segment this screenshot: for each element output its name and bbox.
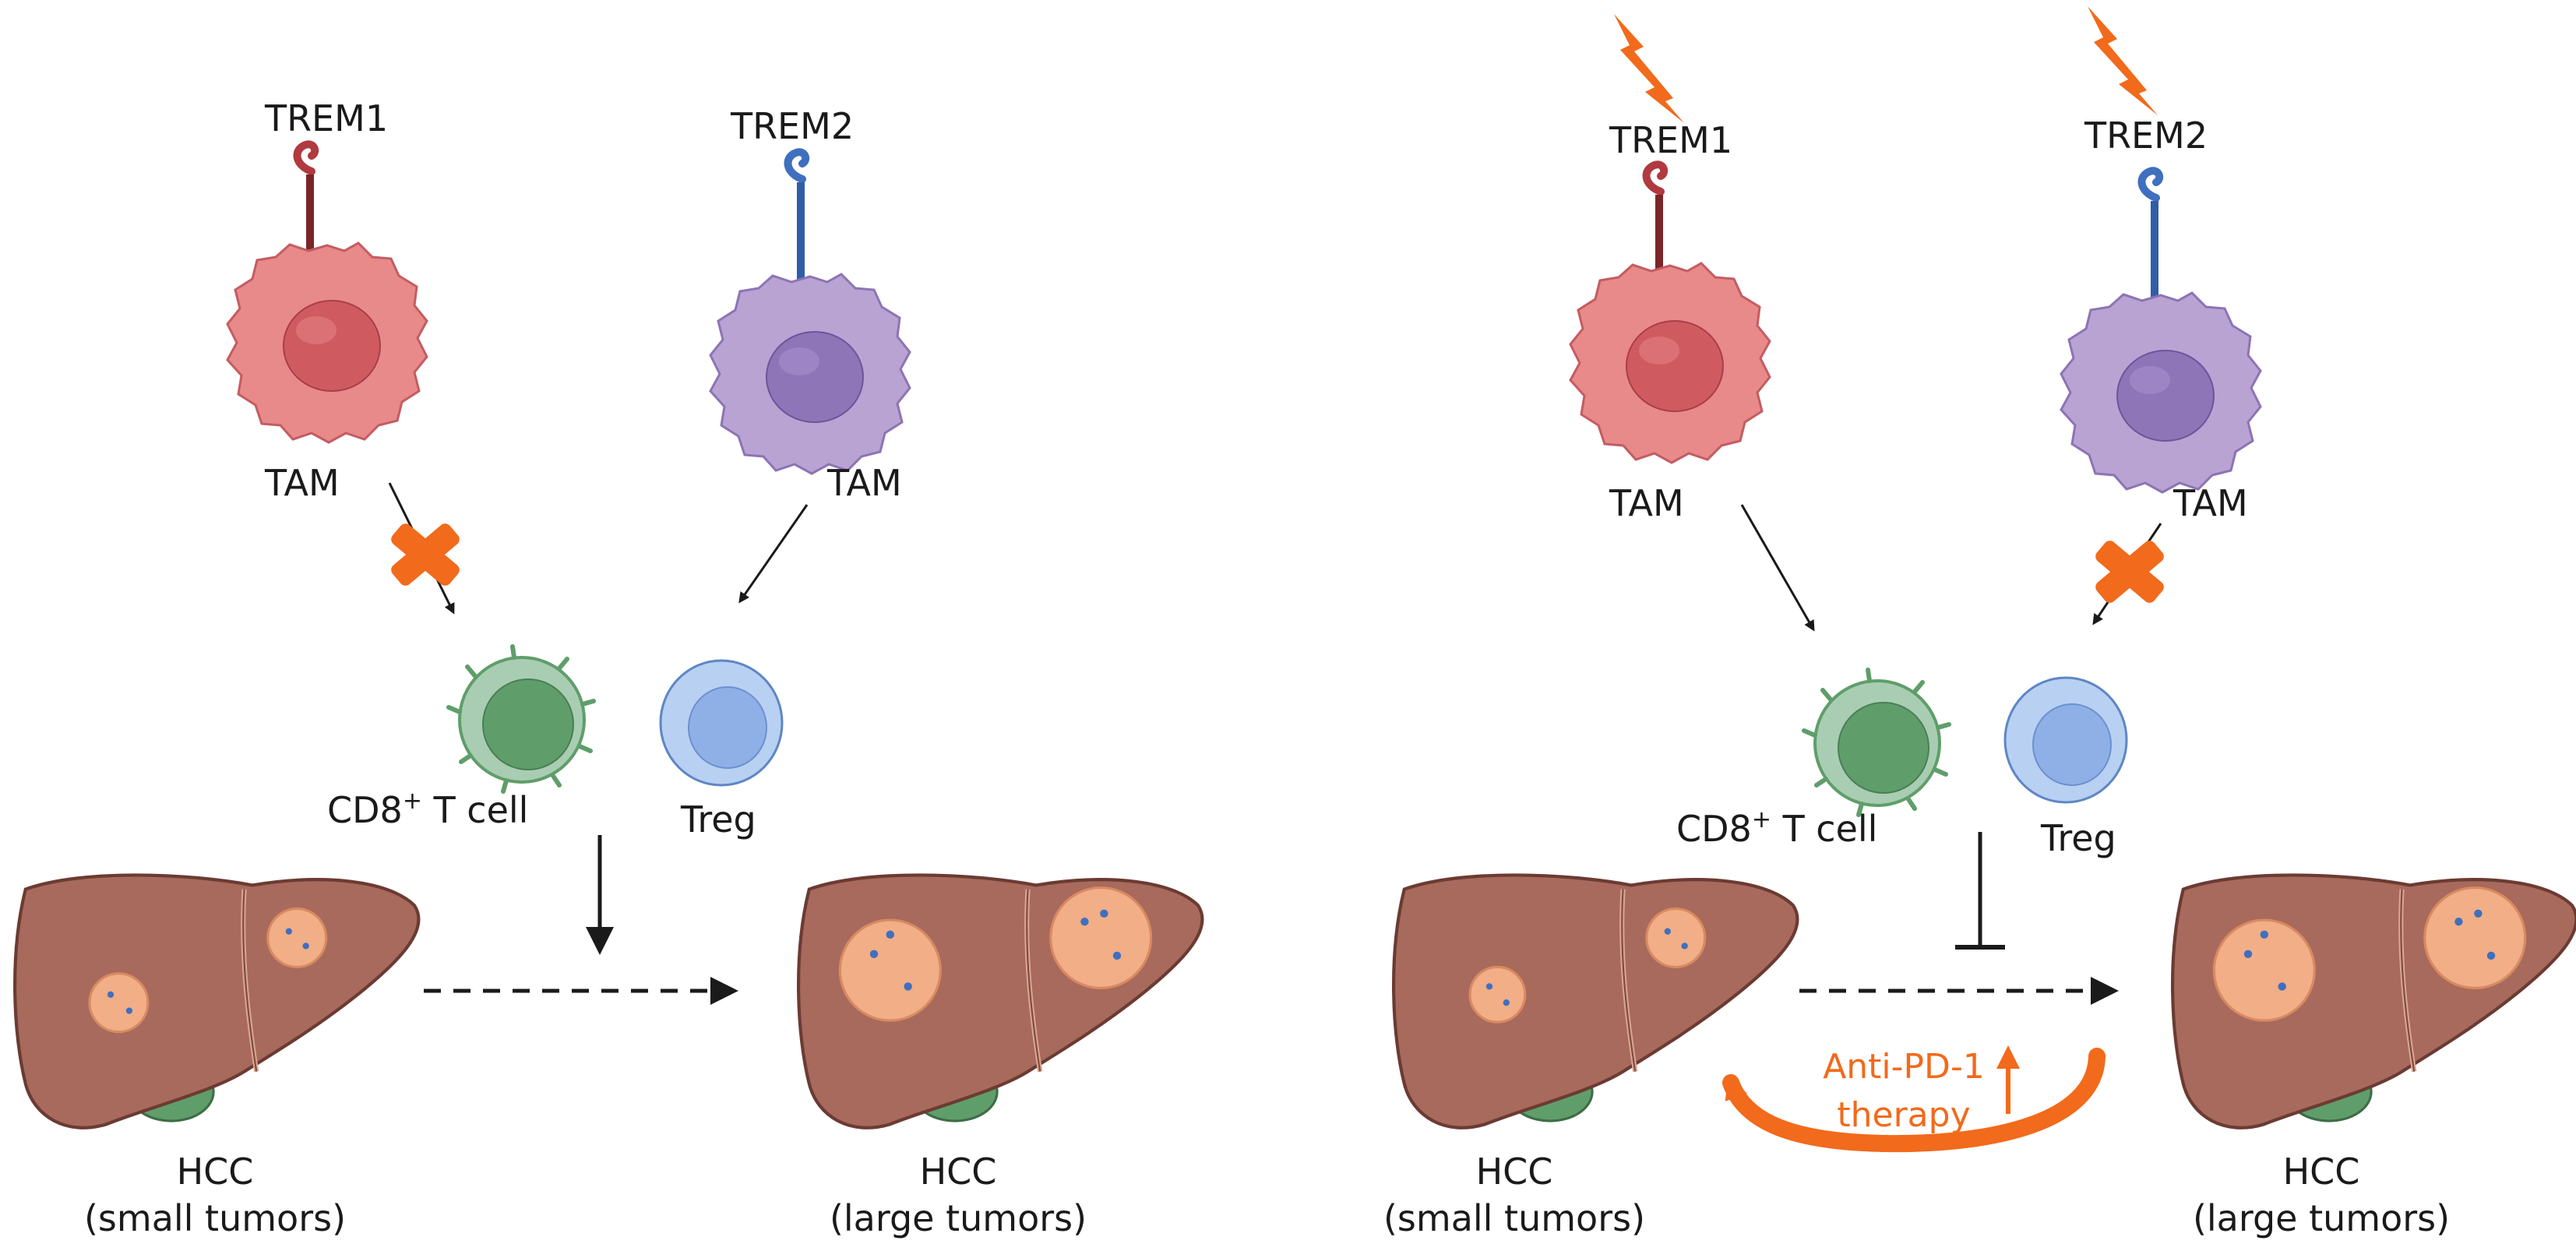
trem2-label: TREM2 (730, 105, 854, 147)
therapy-reversal-arrow (1722, 1048, 2106, 1153)
liver-small-icon (1394, 875, 1797, 1127)
trem2-receptor-icon (2137, 167, 2164, 315)
cd8-label: CD8+ T cell (327, 788, 528, 831)
tam-trem1-cell-icon (226, 241, 428, 444)
hcc-small-line1: HCC (177, 1151, 254, 1193)
treg-label: Treg (680, 798, 756, 840)
hcc-small-line2: (small tumors) (84, 1197, 346, 1239)
hcc-small-line1: HCC (1476, 1151, 1553, 1193)
hcc-large-line1: HCC (2283, 1151, 2360, 1193)
blocked-x-icon (2092, 537, 2167, 606)
blocked-x-icon (388, 520, 463, 589)
trem1-label: TREM1 (1609, 119, 1732, 161)
cd8-label: CD8+ T cell (1676, 806, 1877, 850)
tam2-label: TAM (2173, 482, 2248, 524)
liver-large-icon (798, 875, 1202, 1127)
tam2-to-treg-arrow (738, 504, 809, 604)
cd8-t-cell-icon (449, 647, 594, 791)
lightning-trem2-icon (2088, 6, 2158, 115)
trem1-label: TREM1 (264, 97, 388, 139)
trem2-receptor-icon (784, 148, 810, 296)
tam-trem1-cell-icon (1569, 262, 1771, 464)
treg-label: Treg (2040, 817, 2116, 859)
hcc-large-line2: (large tumors) (830, 1197, 1087, 1239)
cd8-t-cell-icon (1804, 670, 1949, 815)
right-panel: TREM1 TREM2 TAM TAM CD8+ T cell Treg (1383, 6, 2576, 1239)
therapy-line1: Anti-PD-1 (1823, 1047, 1985, 1087)
liver-small-icon (15, 875, 418, 1127)
inhibition-icon (1955, 832, 2005, 950)
left-panel: TREM1 TREM2 TAM TAM CD8+ T cell Treg (15, 97, 1202, 1239)
treg-cell-icon (2003, 676, 2128, 804)
trem2-label: TREM2 (2084, 115, 2208, 157)
hcc-small-line2: (small tumors) (1383, 1197, 1645, 1239)
tam-trem2-cell-icon (709, 273, 911, 475)
tam1-to-cd8-arrow (1740, 504, 1815, 632)
tam1-label: TAM (264, 462, 340, 504)
hcc-large-line2: (large tumors) (2193, 1197, 2450, 1239)
therapy-line2: therapy (1837, 1095, 1970, 1135)
treg-cell-icon (659, 659, 784, 787)
tam1-label: TAM (1609, 482, 1684, 524)
tam-trem2-cell-icon (2060, 291, 2262, 494)
hcc-large-line1: HCC (920, 1151, 997, 1193)
tam2-label: TAM (826, 462, 902, 504)
liver-large-icon (2173, 875, 2576, 1127)
lightning-trem1-icon (1614, 14, 1684, 123)
